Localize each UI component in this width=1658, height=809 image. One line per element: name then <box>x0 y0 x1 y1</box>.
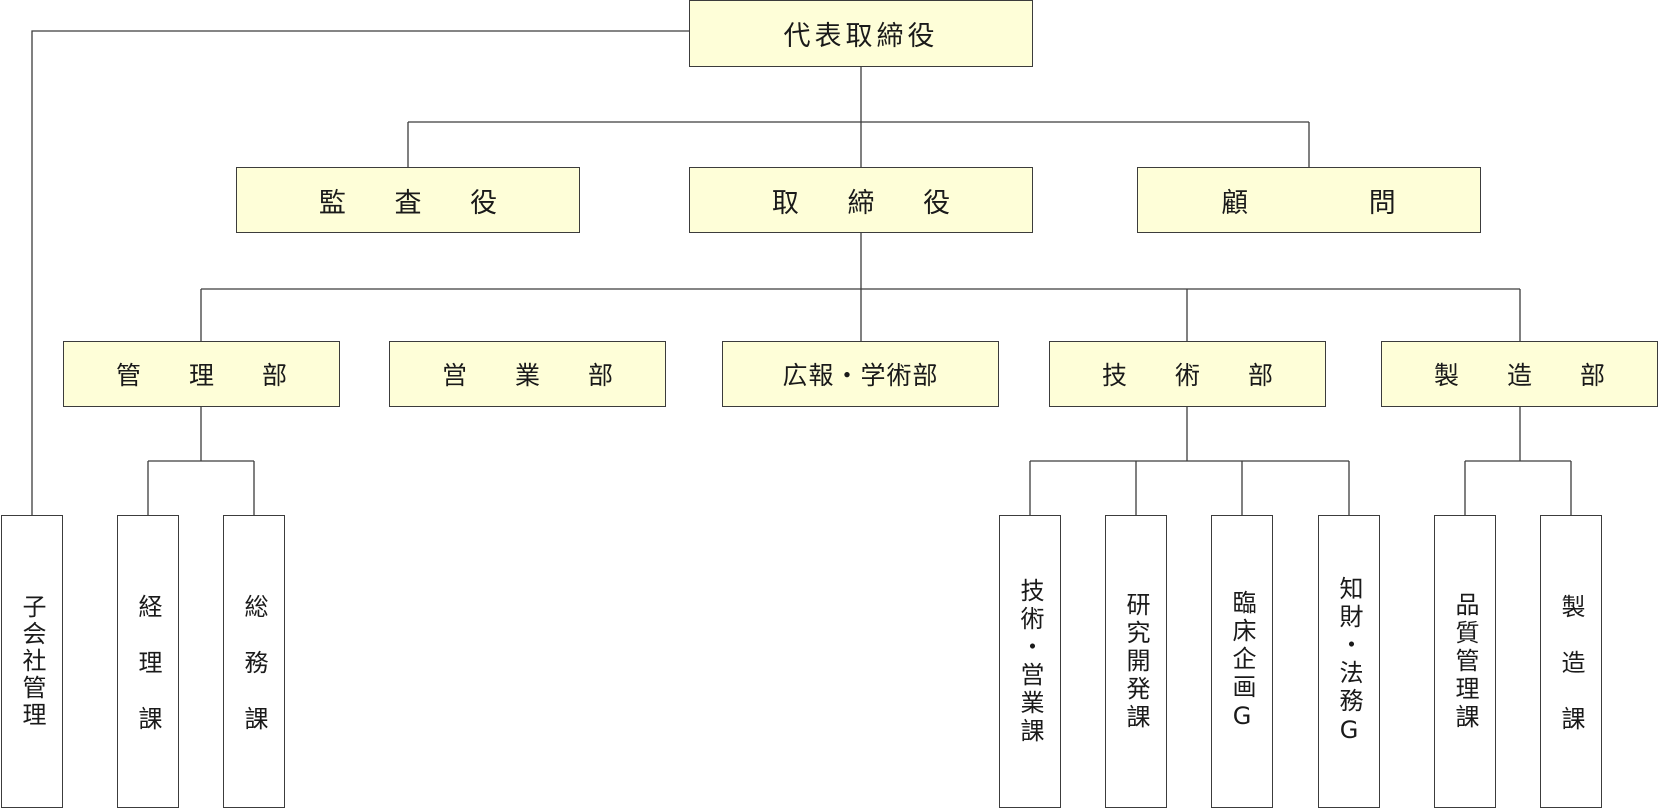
advisor-label: 顧 問 <box>1221 187 1397 219</box>
section-research-box: 研究開発課 <box>1105 515 1167 808</box>
dept-sales-box: 営 業 部 <box>389 341 666 407</box>
dept-pr-box: 広報・学術部 <box>722 341 999 407</box>
ceo-box: 代表取締役 <box>689 0 1033 67</box>
section-accounting-box: 経理課 <box>117 515 179 808</box>
dept-tech-label: 技 術 部 <box>1102 361 1293 390</box>
section-general-affairs-box: 総務課 <box>223 515 285 808</box>
section-tech-sales-box: 技術・営業課 <box>999 515 1061 808</box>
section-ip-legal-label: 知財・法務G <box>1335 575 1363 748</box>
dept-admin-label: 管 理 部 <box>116 361 307 390</box>
directors-box: 取 締 役 <box>689 167 1033 233</box>
directors-label: 取 締 役 <box>771 187 971 219</box>
section-subsidiary-box: 子会社管理 <box>1 515 63 808</box>
section-subsidiary-label: 子会社管理 <box>18 594 46 729</box>
section-qa-label: 品質管理課 <box>1451 591 1479 732</box>
dept-sales-label: 営 業 部 <box>442 361 633 390</box>
section-general-affairs-label: 総務課 <box>240 593 268 762</box>
section-accounting-label: 経理課 <box>134 593 162 762</box>
section-tech-sales-label: 技術・営業課 <box>1016 577 1044 746</box>
advisor-box: 顧 問 <box>1137 167 1481 233</box>
auditor-label: 監 査 役 <box>318 187 518 219</box>
dept-mfg-label: 製 造 部 <box>1434 361 1625 390</box>
section-production-box: 製造課 <box>1540 515 1602 808</box>
dept-admin-box: 管 理 部 <box>63 341 340 407</box>
section-qa-box: 品質管理課 <box>1434 515 1496 808</box>
section-ip-legal-box: 知財・法務G <box>1318 515 1380 808</box>
section-clinical-box: 臨床企画G <box>1211 515 1273 808</box>
section-production-label: 製造課 <box>1557 593 1585 762</box>
line-ceo-subsidiary <box>31 30 689 515</box>
dept-mfg-box: 製 造 部 <box>1381 341 1658 407</box>
section-clinical-label: 臨床企画G <box>1228 589 1256 734</box>
auditor-box: 監 査 役 <box>236 167 580 233</box>
section-research-label: 研究開発課 <box>1122 591 1150 732</box>
dept-tech-box: 技 術 部 <box>1049 341 1326 407</box>
ceo-label: 代表取締役 <box>783 21 939 52</box>
dept-pr-label: 広報・学術部 <box>782 361 939 390</box>
